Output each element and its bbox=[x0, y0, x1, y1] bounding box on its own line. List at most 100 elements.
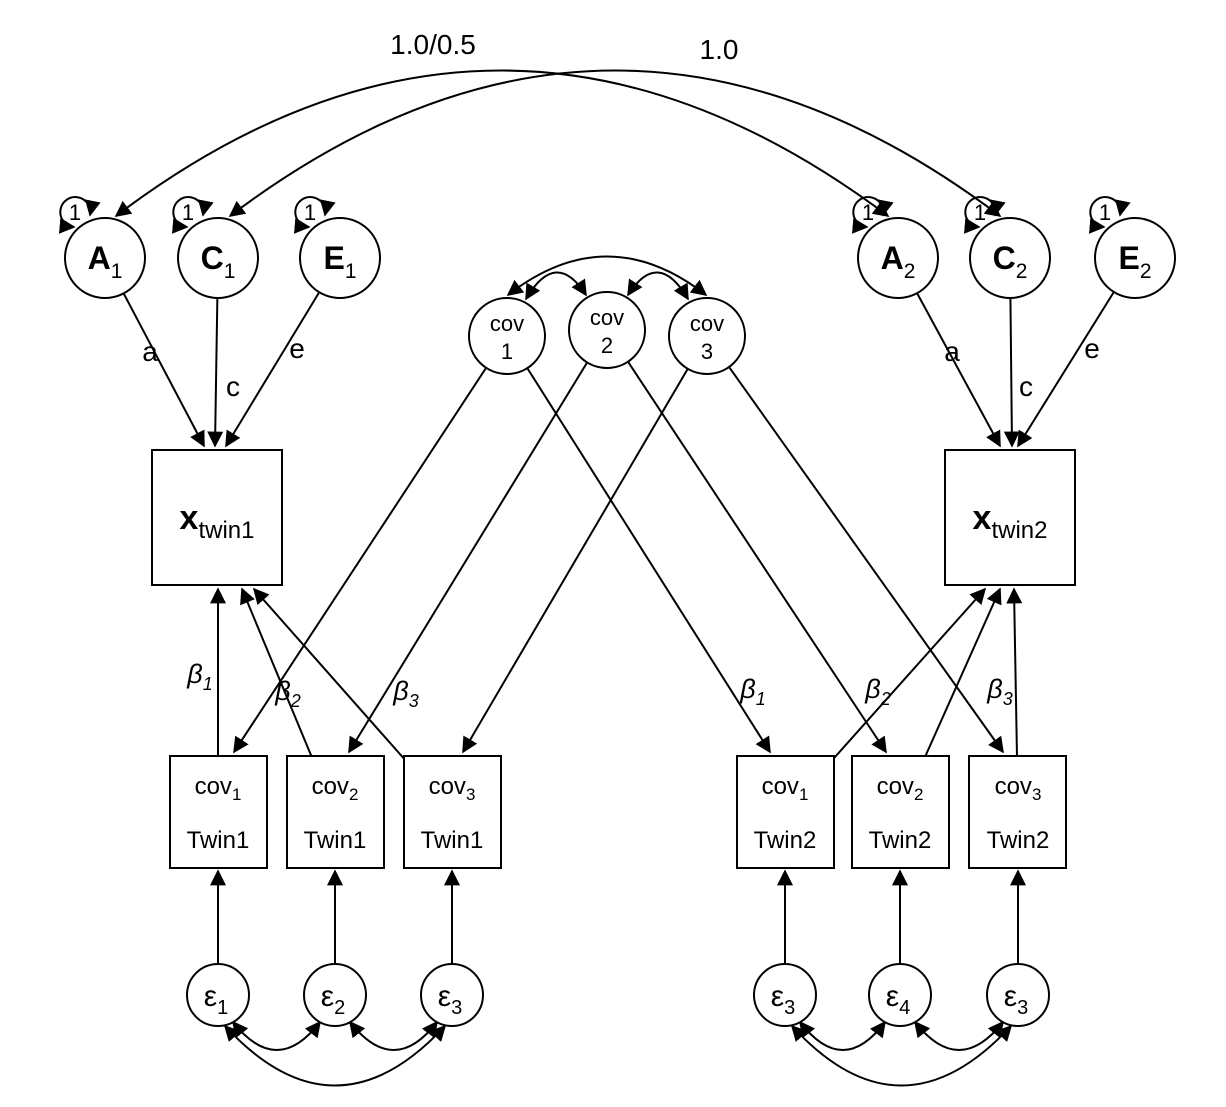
residual-e2-twin1-circle bbox=[303, 963, 367, 1027]
main: β bbox=[739, 674, 755, 704]
beta2-twin1-label: β2 bbox=[274, 676, 300, 711]
main: β bbox=[392, 676, 408, 706]
c1-c2-correlation-arrow bbox=[228, 69, 1002, 217]
main: β bbox=[274, 676, 290, 706]
sub: twin1 bbox=[198, 517, 254, 544]
line2: Twin1 bbox=[304, 827, 367, 854]
residual-e1-twin1-circle bbox=[186, 963, 250, 1027]
line2: 1 bbox=[501, 339, 513, 364]
cov1-twin1-box bbox=[169, 755, 268, 869]
covariate-latent-3-circle bbox=[668, 297, 746, 375]
main: E bbox=[323, 240, 344, 276]
sub: 1 bbox=[224, 260, 236, 283]
latent-E2-variance-loop bbox=[1088, 196, 1131, 234]
line1-sub: 3 bbox=[466, 785, 475, 804]
sub: 2 bbox=[334, 997, 345, 1019]
main: β bbox=[186, 659, 202, 689]
beta2-twin2-label: β2 bbox=[864, 674, 890, 709]
line2: 2 bbox=[601, 333, 613, 358]
line1-main: cov bbox=[995, 773, 1032, 800]
sub: 4 bbox=[899, 997, 910, 1019]
latent-A2-variance-label: 1 bbox=[862, 200, 874, 225]
line2: Twin1 bbox=[187, 827, 250, 854]
sub: 1 bbox=[217, 997, 228, 1019]
line1-main: cov bbox=[195, 773, 232, 800]
cov3-twin2-box bbox=[968, 755, 1067, 869]
sub: 3 bbox=[409, 691, 419, 711]
latent-C1-variance-label: 1 bbox=[182, 200, 194, 225]
sub: 3 bbox=[1017, 997, 1028, 1019]
residual-twin1-e1-e3-covariance-arrow bbox=[223, 1024, 447, 1087]
latent-C2-label: C2 bbox=[993, 240, 1028, 283]
latent-E2-label: E2 bbox=[1118, 240, 1151, 283]
latent-A1-circle bbox=[64, 217, 146, 299]
covariate-latent-2-circle bbox=[568, 291, 646, 369]
latent-A1-variance-loop bbox=[58, 196, 101, 234]
path-label-e-left: e bbox=[289, 333, 305, 364]
arrow-cov1-to-cov1twin2 bbox=[506, 335, 771, 754]
main: ε bbox=[204, 980, 217, 1013]
phenotype-xtwin1-label: xtwin1 bbox=[180, 499, 255, 544]
cov2-twin2-box bbox=[851, 755, 950, 869]
latent-E1-variance-label: 1 bbox=[304, 200, 316, 225]
main: E bbox=[1118, 240, 1139, 276]
latent-A1-label: A1 bbox=[88, 240, 123, 283]
line1-sub: 1 bbox=[799, 785, 808, 804]
c-correlation-label: 1.0 bbox=[700, 34, 739, 65]
a1-a2-correlation-arrow bbox=[114, 69, 890, 217]
main: ε bbox=[321, 980, 334, 1013]
cov2-twin1-box bbox=[286, 755, 385, 869]
line1: cov bbox=[590, 305, 624, 330]
arrow-cov3-to-cov3twin1 bbox=[462, 335, 708, 754]
main: x bbox=[180, 499, 199, 537]
beta3-twin2-label: β3 bbox=[986, 674, 1012, 709]
path-label-a-right: a bbox=[944, 336, 960, 367]
latent-A1-variance-label: 1 bbox=[69, 200, 81, 225]
sub: 2 bbox=[904, 260, 916, 283]
covariate-latent-1-label: cov 1 bbox=[490, 311, 524, 364]
path-label-c-right: c bbox=[1019, 371, 1033, 402]
arrow-cov3-to-cov3twin2 bbox=[706, 335, 1004, 754]
line1-main: cov bbox=[429, 773, 466, 800]
line1-sub: 2 bbox=[914, 785, 923, 804]
phenotype-xtwin1-box bbox=[151, 449, 283, 586]
latent-C1-variance-loop bbox=[171, 196, 214, 234]
beta1-twin1-label: β1 bbox=[186, 659, 212, 694]
residual-e3-twin1-label: ε3 bbox=[438, 980, 463, 1019]
residual-twin2-e1-e3-covariance-arrow bbox=[790, 1024, 1013, 1087]
residual-e1-twin2-circle bbox=[753, 963, 817, 1027]
cov1-cov3-covariance-arrow bbox=[506, 255, 708, 296]
latent-A2-variance-loop bbox=[851, 196, 894, 234]
main: β bbox=[864, 674, 880, 704]
line1: cov bbox=[490, 311, 524, 336]
sub: 1 bbox=[203, 674, 213, 694]
residual-e3-twin1-circle bbox=[420, 963, 484, 1027]
line2: 3 bbox=[701, 339, 713, 364]
latent-E2-circle bbox=[1094, 217, 1176, 299]
main: C bbox=[993, 240, 1016, 276]
residual-e1-twin2-label: ε3 bbox=[771, 980, 796, 1019]
residual-e1-twin1-label: ε1 bbox=[204, 980, 229, 1019]
line1-sub: 1 bbox=[232, 785, 241, 804]
latent-C2-circle bbox=[969, 217, 1051, 299]
latent-C2-variance-label: 1 bbox=[974, 200, 986, 225]
line1: cov bbox=[690, 311, 724, 336]
cov1-twin2-box bbox=[736, 755, 835, 869]
a-correlation-label: 1.0/0.5 bbox=[390, 29, 476, 60]
sub: 2 bbox=[290, 691, 301, 711]
latent-E2-variance-label: 1 bbox=[1099, 200, 1111, 225]
arrow-cov1-to-cov1twin1 bbox=[233, 335, 508, 754]
residual-e2-twin2-circle bbox=[868, 963, 932, 1027]
main: ε bbox=[886, 980, 899, 1013]
covariate-latent-2-label: cov 2 bbox=[590, 305, 624, 358]
line2: Twin2 bbox=[987, 827, 1050, 854]
beta3-twin1-label: β3 bbox=[392, 676, 418, 711]
path-label-e-right: e bbox=[1084, 333, 1100, 364]
latent-C1-label: C1 bbox=[201, 240, 236, 283]
arrow-cov2-to-cov2twin2 bbox=[606, 329, 887, 754]
